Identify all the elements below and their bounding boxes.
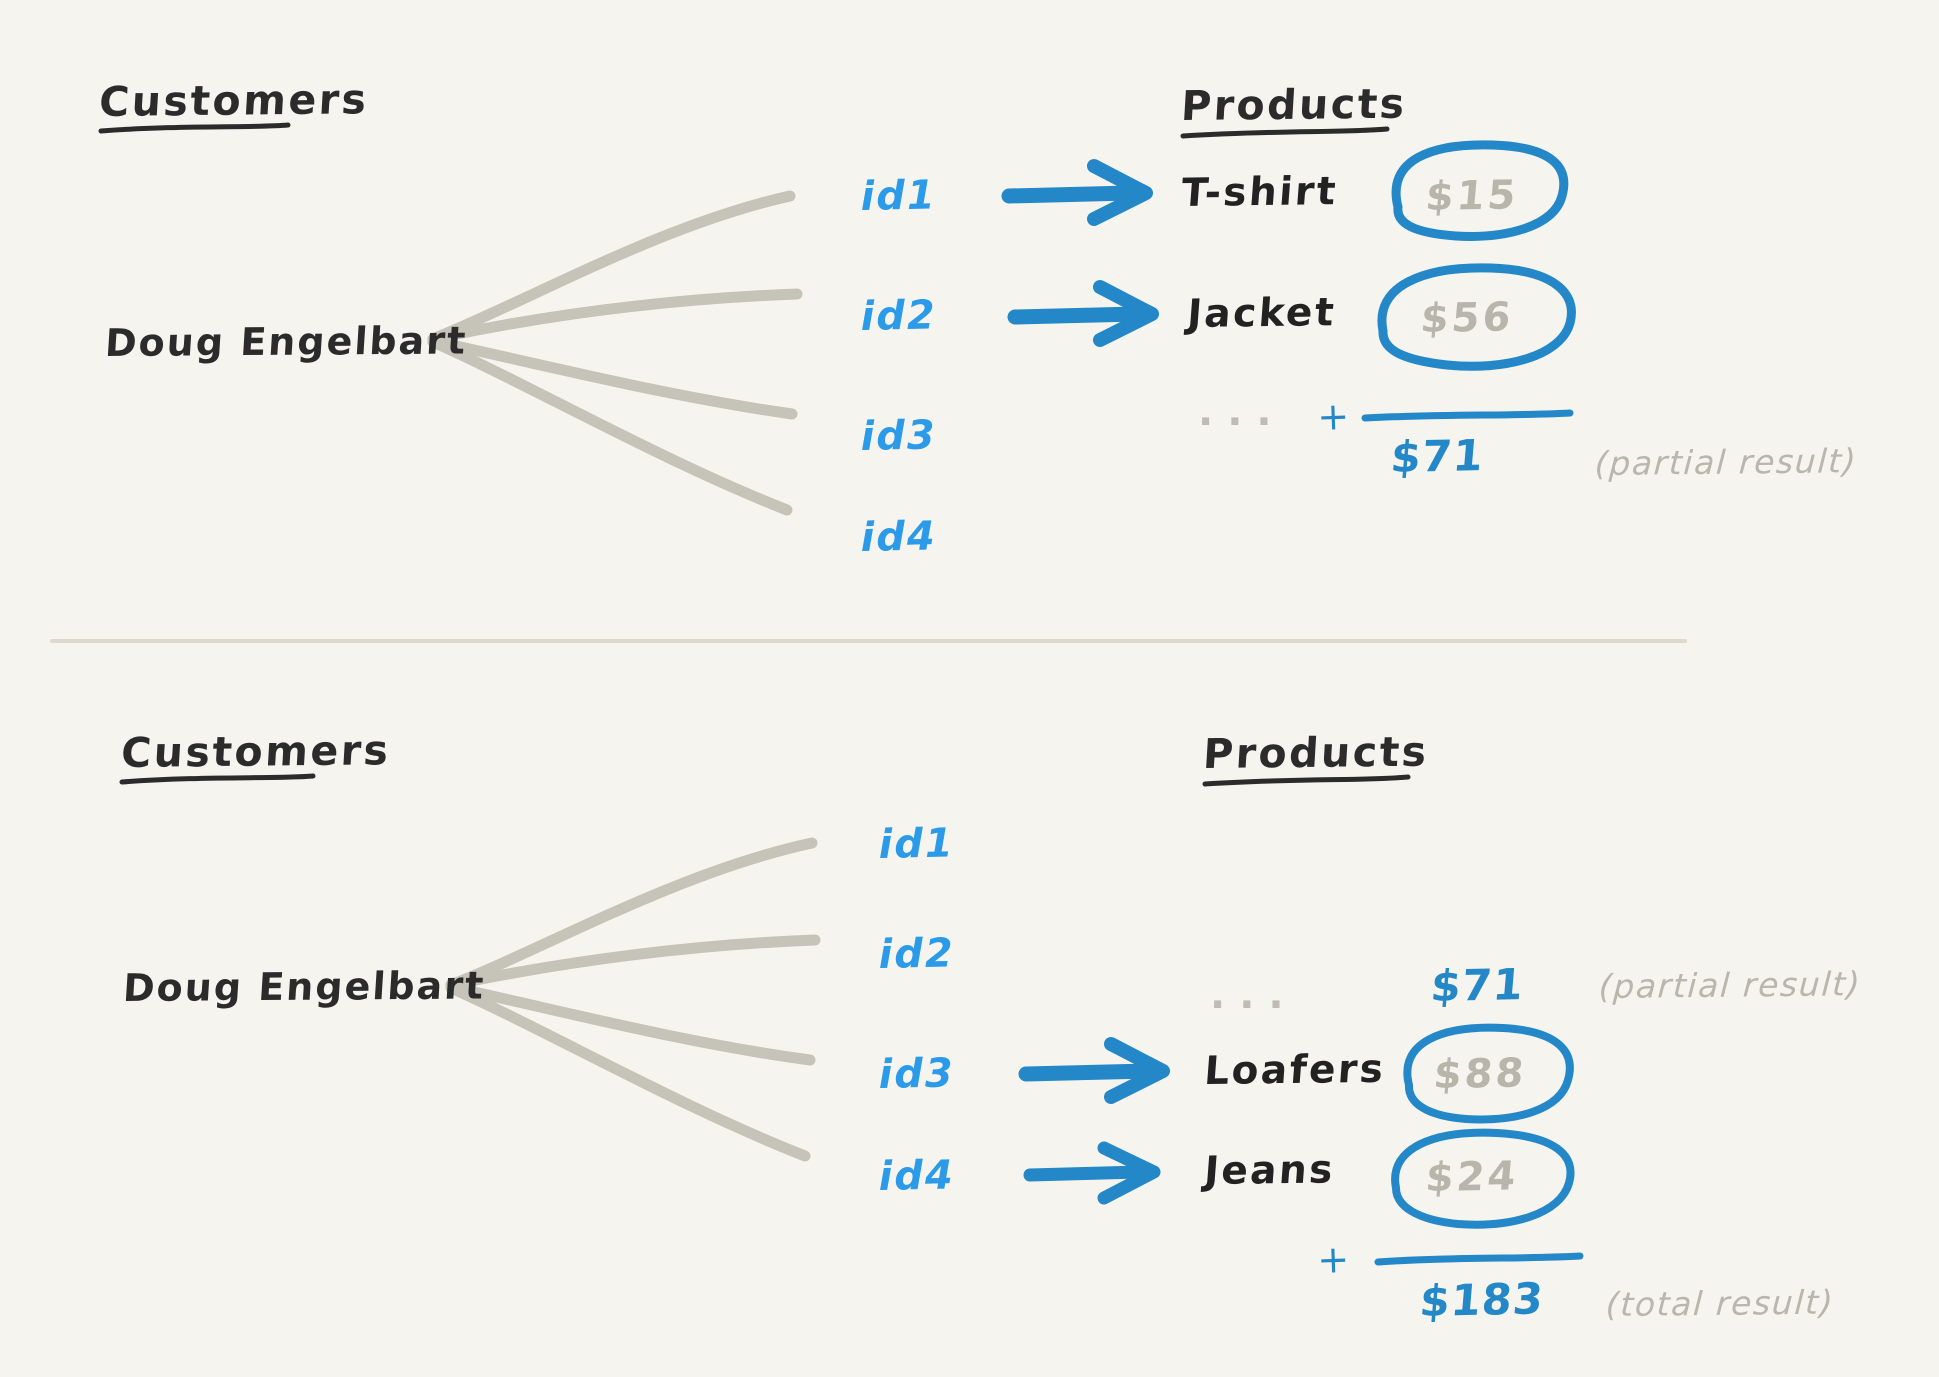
- ellipsis-upper: ...: [1198, 389, 1286, 435]
- sum-value-upper: $71: [1388, 431, 1486, 483]
- product-name-jeans: Jeans: [1202, 1147, 1337, 1194]
- carried-value-lower: $71: [1428, 960, 1526, 1012]
- customers-heading-underline-lower: [119, 773, 316, 785]
- customers-heading-lower: Customers: [119, 726, 392, 777]
- arrow-id3-lower: [1018, 1037, 1170, 1104]
- branch-lines-upper: [427, 190, 803, 516]
- id-node-id3-lower[interactable]: id3: [878, 1050, 956, 1098]
- price-value-15: $15: [1423, 172, 1521, 220]
- customers-heading-underline-upper: [98, 122, 291, 134]
- customer-name-lower: Doug Engelbart: [121, 963, 487, 1010]
- product-name-loafers: Loafers: [1202, 1046, 1387, 1094]
- products-heading-underline-upper: [1180, 126, 1390, 139]
- sum-rule-upper: [1361, 409, 1574, 422]
- price-value-24: $24: [1423, 1153, 1521, 1201]
- sum-value-lower: $183: [1417, 1274, 1546, 1327]
- arrow-id1-upper: [1001, 159, 1153, 226]
- arrow-id4-lower: [1023, 1141, 1161, 1205]
- carried-note-lower: (partial result): [1597, 964, 1863, 1006]
- products-heading-underline-lower: [1202, 774, 1411, 787]
- products-heading-lower: Products: [1201, 727, 1431, 778]
- plus-sign-upper: +: [1316, 393, 1350, 439]
- ellipsis-lower: ...: [1210, 972, 1298, 1018]
- id-node-id1-upper[interactable]: id1: [860, 172, 938, 220]
- id-node-id4-lower[interactable]: id4: [878, 1152, 956, 1200]
- product-name-jacket: Jacket: [1185, 290, 1338, 337]
- id-node-id2-upper[interactable]: id2: [860, 292, 938, 340]
- id-node-id2-lower[interactable]: id2: [878, 930, 956, 978]
- product-name-tshirt: T-shirt: [1179, 169, 1340, 216]
- plus-sign-lower: +: [1316, 1236, 1350, 1282]
- customer-name-upper: Doug Engelbart: [103, 318, 469, 365]
- price-value-88: $88: [1431, 1050, 1529, 1098]
- sum-note-lower: (total result): [1604, 1282, 1836, 1324]
- id-node-id3-upper[interactable]: id3: [860, 412, 938, 460]
- price-value-56: $56: [1418, 294, 1516, 342]
- id-node-id1-lower[interactable]: id1: [878, 820, 956, 868]
- sum-note-upper: (partial result): [1593, 441, 1859, 483]
- sum-rule-lower: [1374, 1252, 1584, 1266]
- customers-heading-upper: Customers: [97, 75, 370, 126]
- branch-lines-lower: [445, 837, 821, 1162]
- products-heading-upper: Products: [1179, 79, 1409, 130]
- arrow-id2-upper: [1007, 280, 1159, 347]
- id-node-id4-upper[interactable]: id4: [860, 513, 938, 561]
